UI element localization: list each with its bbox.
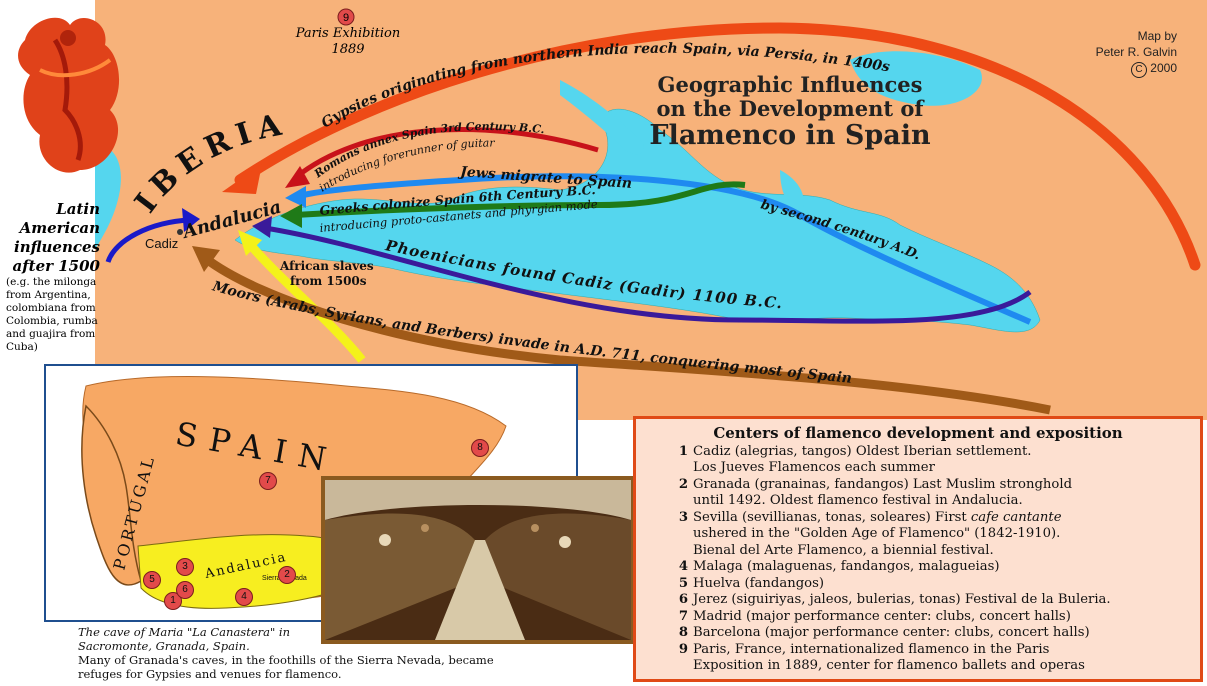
latin-america-note: Latin American influences after 1500 (e.… <box>0 200 100 354</box>
legend-item: 6 Jerez (siguiriyas, jaleos, bulerias, to… <box>646 592 1190 609</box>
jews-arrowhead <box>285 186 306 208</box>
legend-text-2: ushered in the "Golden Age of Flamenco" … <box>693 526 1061 541</box>
african-arrowhead <box>238 230 262 256</box>
legend-item: 3 Sevilla (sevillianas, tonas, soleares) … <box>646 510 1190 560</box>
african-arrow <box>244 239 366 363</box>
latin-line-2: American <box>19 219 100 237</box>
legend-text-2: Exposition in 1889, center for flamenco … <box>693 658 1085 673</box>
credit-line-2: Peter R. Galvin <box>1095 45 1177 59</box>
legend-text: Madrid (major performance center: clubs,… <box>693 608 1071 624</box>
paris-label: Paris Exhibition 1889 <box>288 26 408 58</box>
legend-num: 2 <box>678 476 688 492</box>
title-line-1: Geographic Influences <box>657 72 923 97</box>
greeks-arrowhead <box>280 204 302 228</box>
center-marker-4: 4 <box>235 588 253 606</box>
latin-line-1: Latin <box>56 200 100 218</box>
legend-text: Huelva (fandangos) <box>693 575 824 591</box>
map-credit: Map by Peter R. Galvin C 2000 <box>1096 28 1177 78</box>
african-label-2: from 1500s <box>290 274 367 288</box>
cave-photo-illustration <box>325 480 631 640</box>
latin-line-4: after 1500 <box>12 257 100 275</box>
phoenician-arrow <box>264 225 1032 324</box>
center-marker-2: 2 <box>278 566 296 584</box>
caption-line-1: The cave of Maria "La Canastera" in <box>78 625 291 639</box>
moors-arrow <box>202 254 1051 415</box>
african-label-1: African slaves <box>279 259 374 273</box>
greeks-arrow <box>294 181 746 218</box>
cadiz-label: Cadiz <box>145 236 178 251</box>
paris-label-year: 1889 <box>331 42 365 57</box>
legend-text-1: Paris, France, internationalized flamenc… <box>693 641 1050 657</box>
flamenco-dancer-image <box>18 17 120 173</box>
legend-num: 1 <box>678 443 688 459</box>
credit-line-3: C 2000 <box>1096 60 1177 78</box>
cave-photo <box>321 476 635 644</box>
legend-text: Malaga (malaguenas, fandangos, malagueia… <box>693 559 1000 574</box>
legend-item: 7 Madrid (major performance center: clubs… <box>646 609 1190 626</box>
legend-item: 2 Granada (granainas, fandangos) Last Mus… <box>646 477 1190 510</box>
center-marker-1: 1 <box>164 592 182 610</box>
paris-label-name: Paris Exhibition <box>295 26 401 41</box>
adriatic-sea <box>560 80 645 155</box>
gypsy-arrow <box>234 22 1201 271</box>
legend-text-2: until 1492. Oldest flamenco festival in … <box>693 493 1023 508</box>
latin-line-3: influences <box>14 238 100 256</box>
legend-num: 7 <box>678 608 688 624</box>
legend-item: 4 Malaga (malaguenas, fandangos, malaguei… <box>646 559 1190 576</box>
legend-text: Sevilla (sevillianas, tonas, soleares) F… <box>693 510 1190 560</box>
legend-text: Paris, France, internationalized flamenc… <box>693 642 1190 675</box>
latin-arrow <box>105 217 191 263</box>
title-line-2: on the Development of <box>656 96 924 121</box>
caption-line-3: Many of Granada's caves, in the foothill… <box>78 653 494 667</box>
legend-item: 5 Huelva (fandangos) <box>646 576 1190 593</box>
legend-text: Barcelona (major performance center: clu… <box>693 625 1090 640</box>
caption-line-4: refuges for Gypsies and venues for flame… <box>78 667 342 681</box>
cave-caption: The cave of Maria "La Canastera" in Sacr… <box>78 625 598 681</box>
legend-text-1: Granada (granainas, fandangos) Last Musl… <box>693 476 1073 492</box>
legend-text: Cadiz (alegrias, tangos) Oldest Iberian … <box>693 444 1190 477</box>
roman-arrow <box>293 127 599 180</box>
centers-legend: Centers of flamenco development and expo… <box>633 416 1203 682</box>
black-sea <box>850 51 982 106</box>
legend-num: 8 <box>678 625 688 640</box>
legend-num: 4 <box>678 559 688 574</box>
center-marker-6: 6 <box>176 581 194 599</box>
paris-marker-num: 9 <box>343 12 349 24</box>
paris-marker <box>337 8 355 26</box>
legend-text-3: Bienal del Arte Flamenco, a biennial fes… <box>693 542 994 558</box>
legend-num: 6 <box>678 592 688 607</box>
copyright-icon: C <box>1130 62 1147 78</box>
credit-year: 2000 <box>1150 61 1177 75</box>
legend-num: 5 <box>678 575 688 591</box>
roman-arrowhead <box>285 166 310 188</box>
moors-arrowhead <box>192 246 220 272</box>
jews-arrow <box>299 173 1032 325</box>
legend-num: 3 <box>678 509 688 525</box>
legend-text-em: cafe cantante <box>970 509 1062 525</box>
phoenician-arrowhead <box>252 216 272 238</box>
center-marker-5: 5 <box>143 571 161 589</box>
legend-text-1: Cadiz (alegrias, tangos) Oldest Iberian … <box>693 443 1032 459</box>
legend-item: 8 Barcelona (major performance center: cl… <box>646 625 1190 642</box>
legend-text-1: Sevilla (sevillianas, tonas, soleares) F… <box>693 509 971 525</box>
center-marker-8: 8 <box>471 439 489 457</box>
atlantic <box>95 147 121 250</box>
aegean-sea <box>780 170 804 215</box>
center-marker-3: 3 <box>176 558 194 576</box>
center-marker-7: 7 <box>259 472 277 490</box>
title-line-3: Flamenco in Spain <box>649 120 931 151</box>
legend-title: Centers of flamenco development and expo… <box>713 424 1123 442</box>
gypsy-arrowhead <box>222 164 262 194</box>
latin-detail: (e.g. the milonga from Argentina, colomb… <box>6 276 98 353</box>
legend-item: 9 Paris, France, internationalized flamen… <box>646 642 1190 675</box>
legend-text: Jerez (siguiriyas, jaleos, bulerias, ton… <box>693 592 1111 607</box>
cadiz-dot <box>177 229 183 235</box>
credit-line-1: Map by <box>1137 29 1177 43</box>
legend-text-2: Los Jueves Flamencos each summer <box>693 460 935 475</box>
legend-text: Granada (granainas, fandangos) Last Musl… <box>693 477 1190 510</box>
legend-item: 1 Cadiz (alegrias, tangos) Oldest Iberian… <box>646 444 1190 477</box>
caption-line-2: Sacromonte, Granada, Spain. <box>78 639 250 653</box>
latin-arrowhead <box>182 208 200 232</box>
legend-num: 9 <box>678 641 688 657</box>
